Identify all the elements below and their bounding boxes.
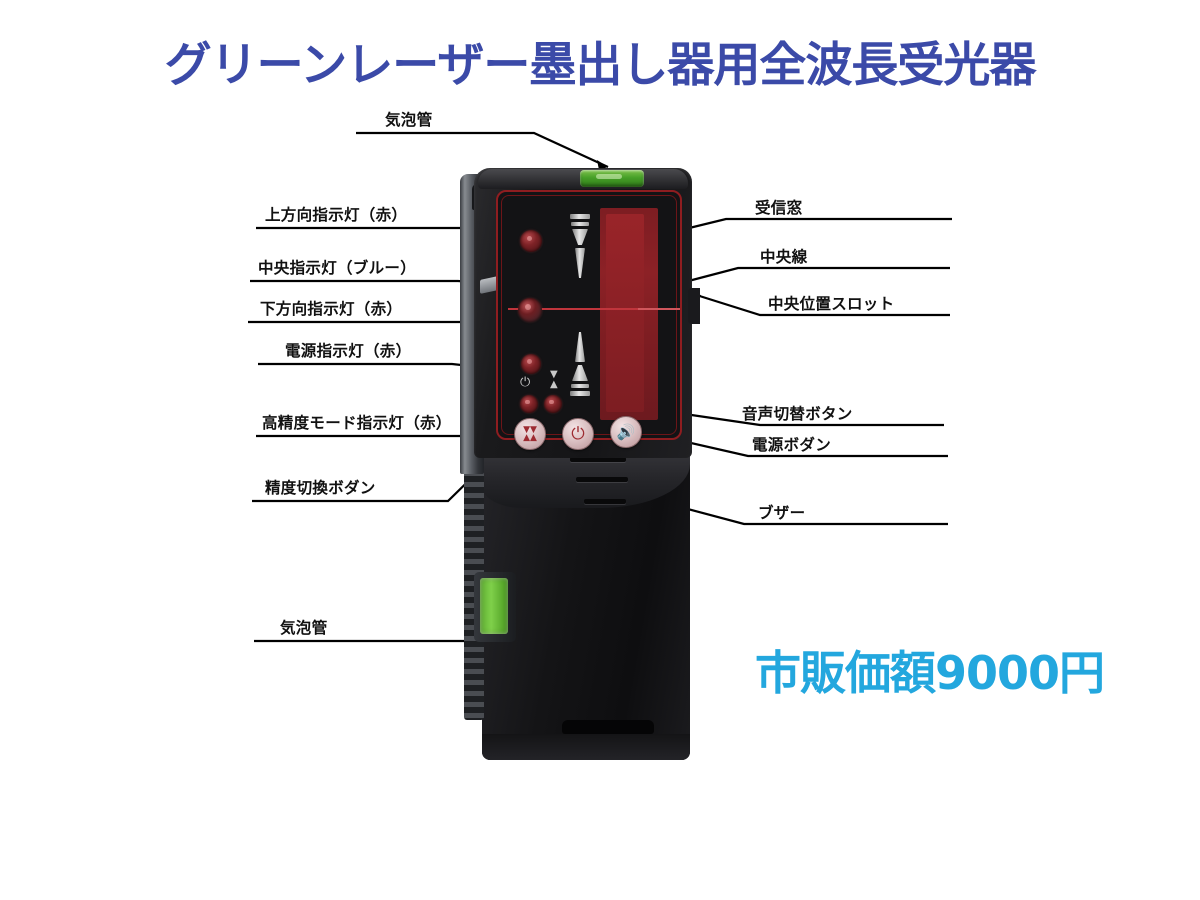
center-position-slot: [688, 288, 700, 324]
callout-center-position-slot: 中央位置スロット: [768, 295, 895, 313]
buzzer-slot: [570, 457, 626, 462]
led-power-indicator: [520, 395, 538, 413]
callout-high-precision-indicator: 高精度モード指示灯（赤）: [262, 414, 452, 432]
power-icon: ⏻: [571, 423, 585, 444]
power-button[interactable]: ⏻: [562, 418, 594, 450]
speaker-button[interactable]: 🔊: [610, 416, 642, 448]
callout-sound-toggle-button: 音声切替ボタン: [742, 405, 853, 423]
device-bottom-edge: [482, 734, 690, 760]
callout-up-indicator: 上方向指示灯（赤）: [265, 206, 408, 224]
callout-receiving-window: 受信窓: [755, 199, 803, 217]
bubble-vial-top: [580, 170, 644, 187]
callout-down-indicator: 下方向指示灯（赤）: [260, 300, 403, 318]
callout-power-indicator: 電源指示灯（赤）: [285, 342, 412, 360]
receiving-window-inner: [606, 214, 644, 412]
buzzer-slot: [584, 499, 626, 504]
down-arrow-graphic: [570, 214, 590, 281]
callout-buzzer: ブザー: [758, 504, 806, 522]
laser-receiver-device: ⏻ ▼▲ ▼▼▲▲ ⏻ 🔊: [452, 160, 704, 770]
callout-precision-switch-button: 精度切換ボダン: [265, 479, 376, 497]
buzzer-slot: [576, 477, 628, 482]
device-bottom-lip: [562, 720, 654, 734]
callout-bubble-vial-top: 気泡管: [385, 111, 433, 129]
callout-center-indicator: 中央指示灯（ブルー）: [258, 259, 417, 277]
precision-switch-button[interactable]: ▼▼▲▲: [514, 418, 546, 450]
callout-power-button: 電源ボダン: [752, 436, 832, 454]
receiving-window: [600, 208, 658, 420]
precision-arrows-icon: ▼▼▲▲: [523, 425, 537, 443]
bubble-vial-side: [480, 578, 508, 634]
device-front-panel: ⏻ ▼▲ ▼▼▲▲ ⏻ 🔊: [496, 190, 682, 450]
center-line-highlight: [638, 308, 680, 310]
center-line: [508, 308, 680, 310]
led-high-precision-indicator: [544, 395, 562, 413]
callout-center-line: 中央線: [760, 248, 808, 266]
up-arrow-graphic: [570, 332, 590, 399]
callout-bubble-vial-side: 気泡管: [280, 619, 328, 637]
led-up-indicator: [520, 230, 542, 252]
power-symbol-icon: ⏻: [520, 375, 531, 390]
page-title: グリーンレーザー墨出し器用全波長受光器: [164, 38, 1037, 93]
led-down-indicator: [521, 354, 541, 374]
led-center-indicator: [518, 298, 542, 322]
price-text: 市販価額9000円: [755, 646, 1105, 700]
speaker-icon: 🔊: [616, 422, 636, 441]
precision-arrows-icon: ▼▲: [550, 369, 558, 390]
